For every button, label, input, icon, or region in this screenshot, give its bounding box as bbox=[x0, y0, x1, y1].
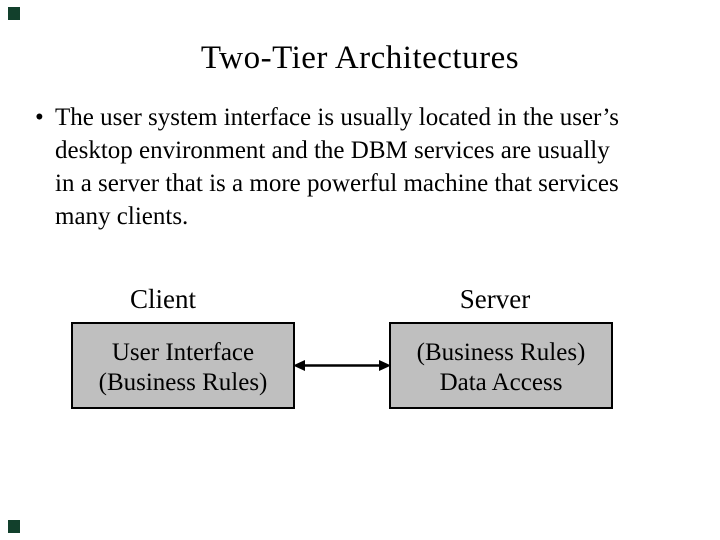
server-label: Server bbox=[459, 284, 531, 314]
server-box-line2: Data Access bbox=[439, 368, 563, 396]
bullet-line: The user system interface is usually loc… bbox=[55, 104, 619, 131]
slide-title: Two-Tier Architectures bbox=[200, 40, 520, 76]
client-box-line1: User Interface bbox=[111, 338, 255, 366]
server-box: (Business Rules) Data Access bbox=[389, 322, 613, 409]
client-box: User Interface (Business Rules) bbox=[71, 322, 295, 409]
bullet-line: in a server that is a more powerful mach… bbox=[55, 170, 619, 197]
bullet-marker: • bbox=[35, 104, 44, 131]
bullet-line: many clients. bbox=[55, 203, 189, 230]
corner-marker-bottom-icon bbox=[8, 520, 20, 533]
corner-marker-top-icon bbox=[8, 7, 20, 20]
bullet-line: desktop environment and the DBM services… bbox=[55, 137, 610, 164]
server-box-line1: (Business Rules) bbox=[416, 338, 586, 366]
client-box-line2: (Business Rules) bbox=[98, 368, 268, 396]
client-label: Client bbox=[130, 284, 196, 314]
bullet-text: The user system interface is usually loc… bbox=[55, 101, 619, 233]
bidirectional-arrow-icon bbox=[293, 360, 391, 371]
bullet-item: • The user system interface is usually l… bbox=[35, 101, 619, 233]
